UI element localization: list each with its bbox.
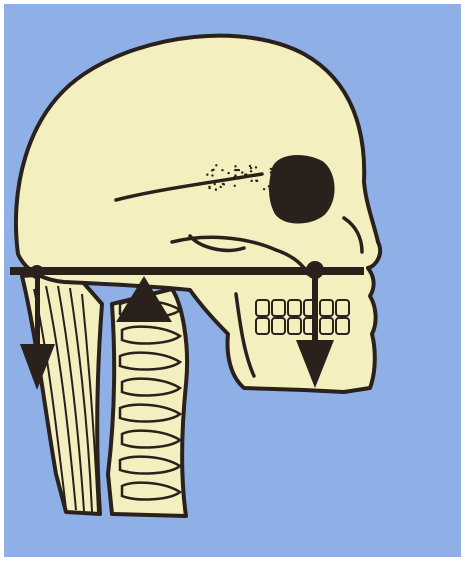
stipple-dot bbox=[255, 179, 257, 181]
stipple-dot bbox=[215, 164, 217, 166]
stipple-dot bbox=[263, 188, 265, 190]
stipple-dot bbox=[270, 171, 272, 173]
stipple-dot bbox=[250, 180, 252, 182]
stipple-dot bbox=[234, 174, 236, 176]
stipple-dot bbox=[211, 174, 213, 176]
stipple-dot bbox=[236, 169, 238, 171]
tooth bbox=[320, 300, 333, 316]
stipple-dot bbox=[220, 186, 222, 188]
stipple-dot bbox=[234, 165, 236, 167]
stipple-dot bbox=[269, 188, 271, 190]
tooth bbox=[256, 300, 269, 316]
tooth bbox=[272, 300, 285, 316]
stipple-dot bbox=[206, 174, 208, 176]
stipple-dot bbox=[227, 172, 229, 174]
cervical-spine bbox=[108, 289, 187, 516]
stipple-dot bbox=[215, 188, 217, 190]
stipple-dot bbox=[250, 167, 252, 169]
tooth bbox=[256, 318, 269, 334]
stipple-dot bbox=[255, 166, 257, 168]
stipple-dot bbox=[212, 169, 214, 171]
stipple-dot bbox=[249, 165, 251, 167]
tooth bbox=[336, 300, 349, 316]
stipple-dot bbox=[241, 171, 243, 173]
tooth bbox=[320, 318, 333, 334]
stipple-dot bbox=[270, 168, 272, 170]
stipple-dot bbox=[250, 170, 252, 172]
stipple-dot bbox=[242, 175, 244, 177]
stipple-dot bbox=[245, 173, 247, 175]
stipple-dot bbox=[221, 169, 223, 171]
tooth bbox=[288, 318, 301, 334]
stipple-dot bbox=[222, 183, 224, 185]
tooth bbox=[288, 300, 301, 316]
tooth bbox=[336, 318, 349, 334]
stipple-dot bbox=[237, 177, 239, 179]
tooth bbox=[272, 318, 285, 334]
stipple-dot bbox=[234, 185, 236, 187]
illustration-panel bbox=[4, 4, 461, 557]
stipple-dot bbox=[214, 183, 216, 185]
head-lever-diagram bbox=[4, 4, 461, 557]
stipple-dot bbox=[208, 187, 210, 189]
stipple-dot bbox=[268, 185, 270, 187]
